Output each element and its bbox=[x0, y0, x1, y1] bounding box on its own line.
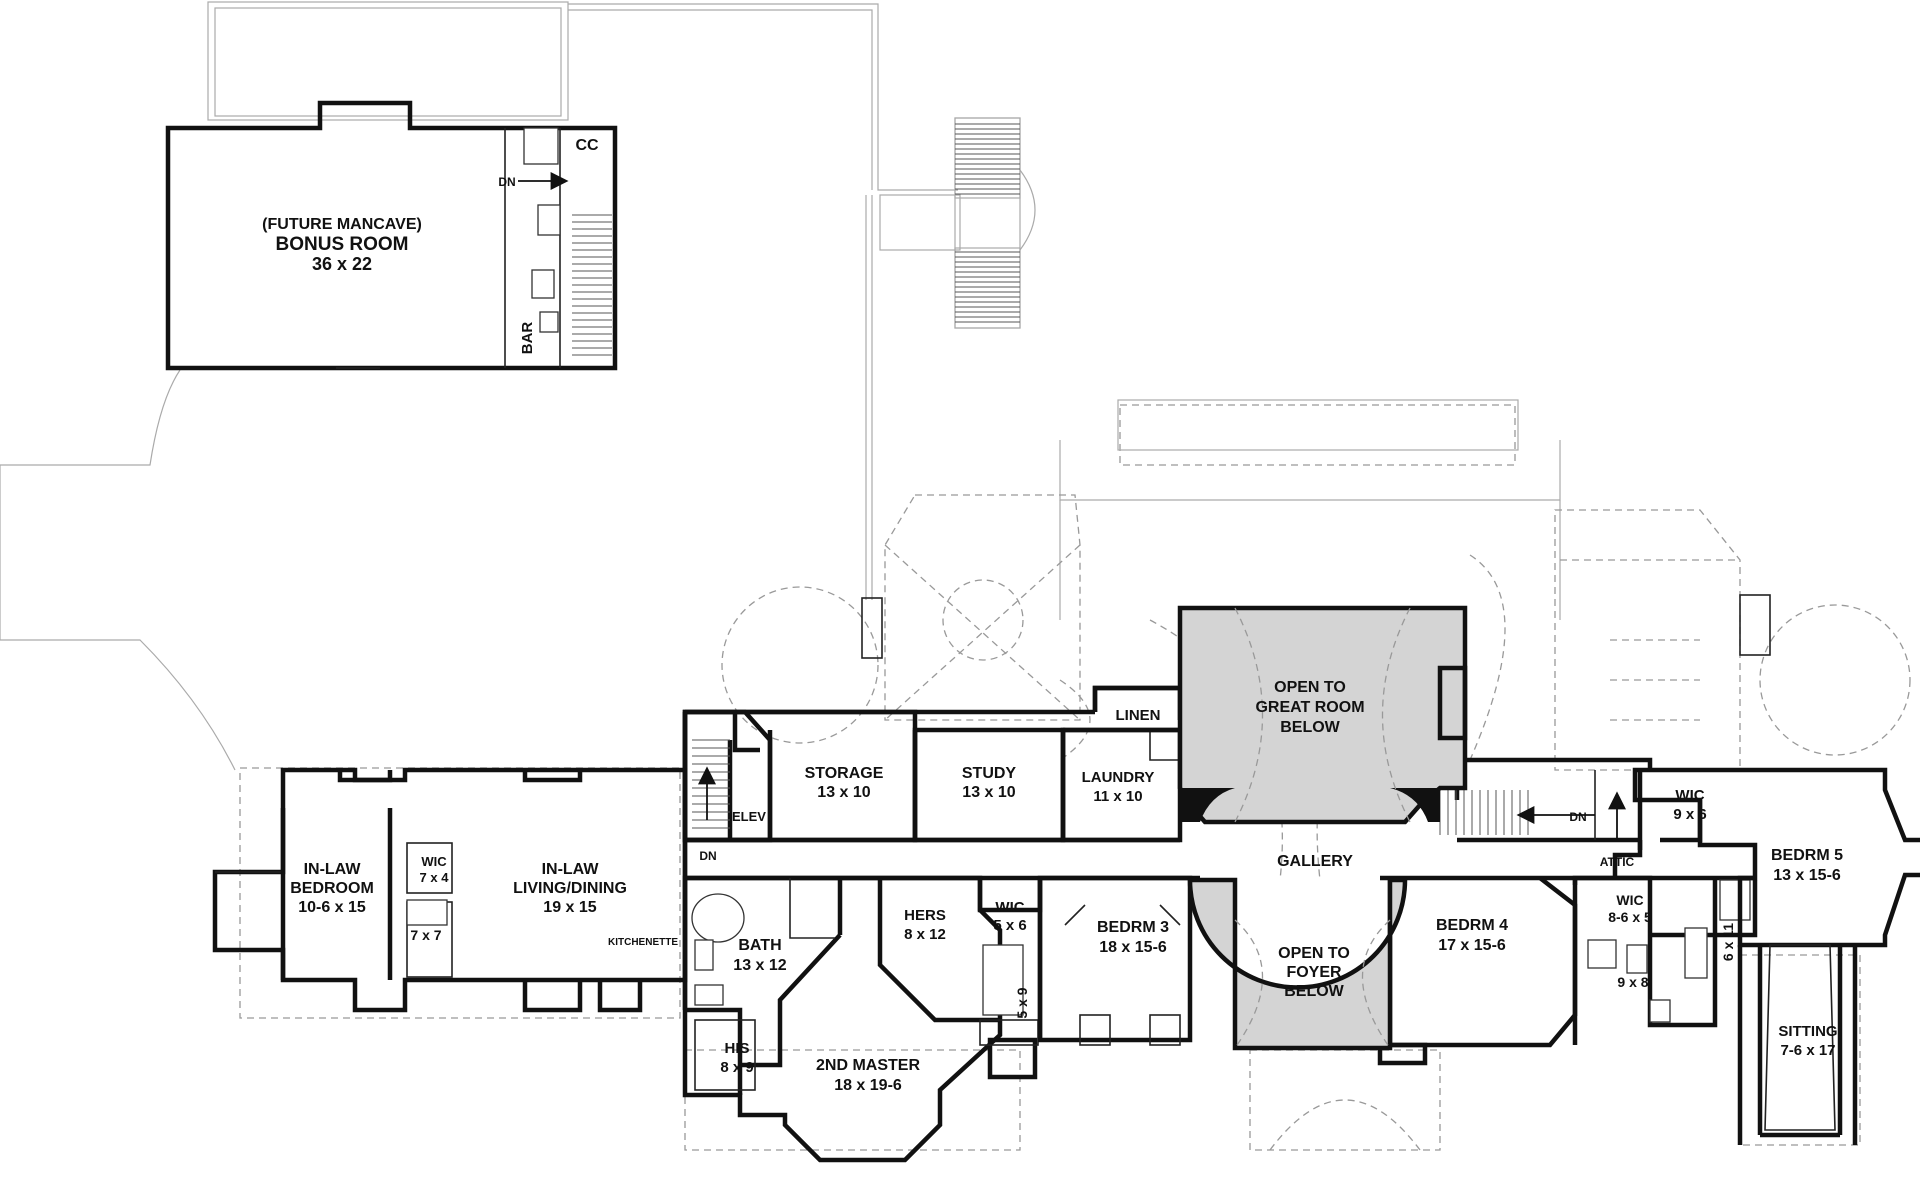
wic-b3-size: 5 x 6 bbox=[993, 917, 1026, 934]
inlaw-living-line1: IN-LAW bbox=[542, 861, 600, 878]
laundry-line1: LAUNDRY bbox=[1082, 769, 1155, 786]
master-size: 18 x 19-6 bbox=[834, 1077, 902, 1094]
inlaw-living-line2: LIVING/DINING bbox=[513, 880, 627, 897]
bedrm5-size: 13 x 15-6 bbox=[1773, 867, 1841, 884]
inlaw-bedroom-line1: IN-LAW bbox=[304, 861, 362, 878]
inlaw-bath-size: 7 x 7 bbox=[410, 927, 441, 943]
his-size: 8 x 9 bbox=[720, 1059, 753, 1076]
inlaw-bedroom-size: 10-6 x 15 bbox=[298, 899, 366, 916]
linen-label: LINEN bbox=[1116, 707, 1161, 724]
foyer-line1: OPEN TO bbox=[1278, 945, 1350, 962]
exterior-stairs bbox=[954, 117, 1021, 329]
foyer-line3: BELOW bbox=[1284, 983, 1344, 1000]
bonus-room-block bbox=[165, 100, 618, 371]
wic-b5-line1: WIC bbox=[1675, 787, 1704, 804]
bonus-room-line3: 36 x 22 bbox=[312, 254, 372, 274]
master-line1: 2ND MASTER bbox=[816, 1057, 920, 1074]
kitchenette-label: KITCHENETTE bbox=[608, 937, 678, 948]
cc-label: CC bbox=[575, 137, 599, 154]
bedrm3-line1: BEDRM 3 bbox=[1097, 919, 1169, 936]
sitting-line1: SITTING bbox=[1778, 1023, 1837, 1040]
study-line1: STUDY bbox=[962, 765, 1017, 782]
foyer-line2: FOYER bbox=[1286, 964, 1342, 981]
storage-size: 13 x 10 bbox=[817, 784, 870, 801]
bonus-room-line2: BONUS ROOM bbox=[276, 234, 409, 255]
hers-size: 8 x 12 bbox=[904, 926, 946, 943]
bath-b4-size: 9 x 8 bbox=[1617, 974, 1648, 990]
hers-line1: HERS bbox=[904, 907, 946, 924]
wic-inlaw-size: 7 x 4 bbox=[420, 870, 450, 885]
great-room-line3: BELOW bbox=[1280, 719, 1340, 736]
master-bath-size: 13 x 12 bbox=[733, 957, 786, 974]
bedrm4-line1: BEDRM 4 bbox=[1436, 917, 1508, 934]
open-areas bbox=[1177, 605, 1468, 1051]
main-floor-walls bbox=[212, 594, 1920, 1163]
wic-b3-line1: WIC bbox=[995, 899, 1024, 916]
wic-inlaw-line1: WIC bbox=[421, 854, 447, 869]
attic-label: ATTIC bbox=[1600, 855, 1635, 869]
elev-label: ELEV bbox=[732, 809, 766, 824]
inlaw-living-size: 19 x 15 bbox=[543, 899, 596, 916]
dn-left-label: DN bbox=[699, 849, 716, 863]
bedrm3-size: 18 x 15-6 bbox=[1099, 939, 1167, 956]
bar-label: BAR bbox=[519, 322, 536, 355]
bath-b3-size: 5 x 9 bbox=[1014, 987, 1030, 1018]
his-line1: HIS bbox=[724, 1040, 749, 1057]
inlaw-bedroom-line2: BEDROOM bbox=[290, 880, 374, 897]
storage-line1: STORAGE bbox=[805, 765, 884, 782]
wic-b5-size: 9 x 6 bbox=[1673, 806, 1706, 823]
bedrm5-line1: BEDRM 5 bbox=[1771, 847, 1843, 864]
dn-bonus-label: DN bbox=[498, 175, 515, 189]
wic-b4-line1: WIC bbox=[1616, 892, 1643, 908]
lower-floor-outlines bbox=[0, 1, 1911, 1151]
dn-right-label: DN bbox=[1569, 810, 1586, 824]
sitting-size: 7-6 x 17 bbox=[1780, 1042, 1835, 1059]
bedrm4-size: 17 x 15-6 bbox=[1438, 937, 1506, 954]
room-labels: (FUTURE MANCAVE) BONUS ROOM 36 x 22 CC D… bbox=[262, 137, 1843, 1094]
study-size: 13 x 10 bbox=[962, 784, 1015, 801]
gallery-label: GALLERY bbox=[1277, 853, 1353, 870]
great-room-line2: GREAT ROOM bbox=[1255, 699, 1364, 716]
laundry-size: 11 x 10 bbox=[1093, 788, 1142, 805]
great-room-line1: OPEN TO bbox=[1274, 679, 1346, 696]
master-bath-line1: BATH bbox=[738, 937, 781, 954]
bath-b5-size: 6 x 11 bbox=[1720, 923, 1736, 961]
wic-b4-size: 8-6 x 5 bbox=[1608, 909, 1652, 925]
bonus-room-line1: (FUTURE MANCAVE) bbox=[262, 216, 422, 233]
